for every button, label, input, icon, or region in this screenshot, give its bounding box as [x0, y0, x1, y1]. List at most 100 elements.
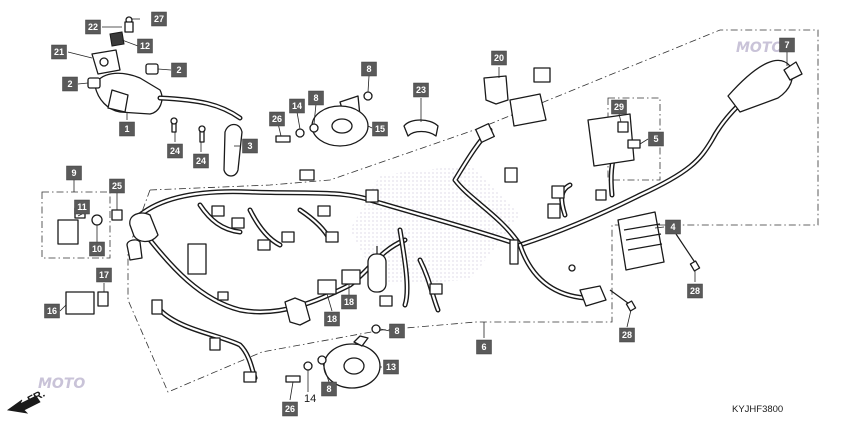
callout-box	[687, 283, 703, 299]
callout-label: 8	[313, 93, 318, 103]
ignition-coil-assembly	[87, 16, 243, 177]
callout-c23: 23	[413, 82, 429, 98]
callout-label: 7	[784, 40, 789, 50]
callout-c28b: 28	[619, 327, 635, 343]
callout-label: 18	[327, 314, 337, 324]
callout-label: 4	[670, 222, 675, 232]
callout-box	[96, 267, 112, 283]
horn-lower	[323, 335, 381, 389]
callout-box	[62, 76, 78, 92]
callout-c7: 7	[779, 37, 795, 53]
callout-c26a: 26	[269, 111, 285, 127]
callout-label: 28	[690, 286, 700, 296]
callout-c15: 15	[372, 121, 388, 137]
callout-box	[289, 98, 305, 114]
watermark: MOTO MOTO	[38, 40, 783, 392]
callout-c18a: 18	[341, 294, 357, 310]
harness-frame	[127, 29, 819, 393]
callout-c9: 9	[66, 165, 82, 181]
callout-label: 8	[326, 384, 331, 394]
callout-c29: 29	[611, 99, 627, 115]
callout-label: 14	[292, 101, 302, 111]
callout-label: 18	[344, 297, 354, 307]
callout-box	[648, 131, 664, 147]
callout-c2a: 2	[62, 76, 78, 92]
callout-c8b: 8	[361, 61, 377, 77]
callout-c6: 6	[476, 339, 492, 355]
front-arrow: FR.	[6, 388, 47, 414]
callout-c4: 4	[665, 219, 681, 235]
leader-lines	[59, 18, 788, 401]
callout-label: 29	[614, 102, 624, 112]
callout-c8d: 8	[321, 381, 337, 397]
band-clamp	[403, 119, 439, 137]
callout-box	[491, 50, 507, 66]
callout-box	[361, 61, 377, 77]
watermark-text-bottom: MOTO	[38, 376, 85, 392]
callout-box	[193, 153, 209, 169]
callout-label: 27	[154, 14, 164, 24]
callout-label: 1	[124, 124, 129, 134]
callout-label: 2	[176, 65, 181, 75]
callout-c8c: 8	[389, 323, 405, 339]
callout-c13: 13	[383, 359, 399, 375]
harness-connectors	[126, 123, 607, 383]
regulator-rectifier	[617, 211, 665, 271]
starter-relay	[65, 291, 109, 315]
callout-box	[619, 327, 635, 343]
condenser	[367, 246, 387, 293]
callout-box	[66, 165, 82, 181]
callout-label: 22	[88, 22, 98, 32]
callout-box	[308, 90, 324, 106]
callout-label: 3	[247, 141, 252, 151]
callout-label: 5	[653, 134, 658, 144]
callout-label: 6	[481, 342, 486, 352]
callout-box	[665, 219, 681, 235]
callout-box	[242, 138, 258, 154]
callout-label: 11	[77, 202, 87, 212]
callout-c3: 3	[242, 138, 258, 154]
callout-c18b: 18	[324, 311, 340, 327]
callout-box	[324, 311, 340, 327]
callout-c20: 20	[491, 50, 507, 66]
callout-box	[85, 19, 101, 35]
callout-c11: 11	[74, 199, 90, 215]
callout-c22: 22	[85, 19, 101, 35]
callout-label: 21	[54, 47, 64, 57]
callout-box	[389, 323, 405, 339]
callout-label: 24	[196, 156, 206, 166]
callout-box	[89, 241, 105, 257]
callout-label: 26	[272, 114, 282, 124]
rear-cover	[727, 59, 803, 113]
callout-box	[269, 111, 285, 127]
callout-box	[321, 381, 337, 397]
callout-c8a: 8	[308, 90, 324, 106]
callout-label: 10	[92, 244, 102, 254]
callout-label: 8	[366, 64, 371, 74]
callout-box	[171, 62, 187, 78]
callout-box	[137, 38, 153, 54]
callout-c25: 25	[109, 178, 125, 194]
callout-label: 24	[170, 146, 180, 156]
callout-c27: 27	[151, 11, 167, 27]
callout-c2b: 2	[171, 62, 187, 78]
callout-label: 17	[99, 270, 109, 280]
callout-c28a: 28	[687, 283, 703, 299]
callout-label: 15	[375, 124, 385, 134]
callout-c1: 1	[119, 121, 135, 137]
main-connector-housing	[568, 264, 607, 307]
callout-c24b: 24	[193, 153, 209, 169]
callout-label: 8	[394, 326, 399, 336]
callout-c12: 12	[137, 38, 153, 54]
callout-c24a: 24	[167, 143, 183, 159]
callout-label: 2	[67, 79, 72, 89]
watermark-text-top: MOTO	[736, 40, 783, 56]
callout-c10: 10	[89, 241, 105, 257]
callout-box	[74, 199, 90, 215]
regulator-bolts	[609, 233, 701, 312]
relay-frame	[41, 191, 111, 259]
callout-box	[51, 44, 67, 60]
callout-label: 28	[622, 330, 632, 340]
horn-upper	[311, 95, 369, 147]
callout-c21: 21	[51, 44, 67, 60]
